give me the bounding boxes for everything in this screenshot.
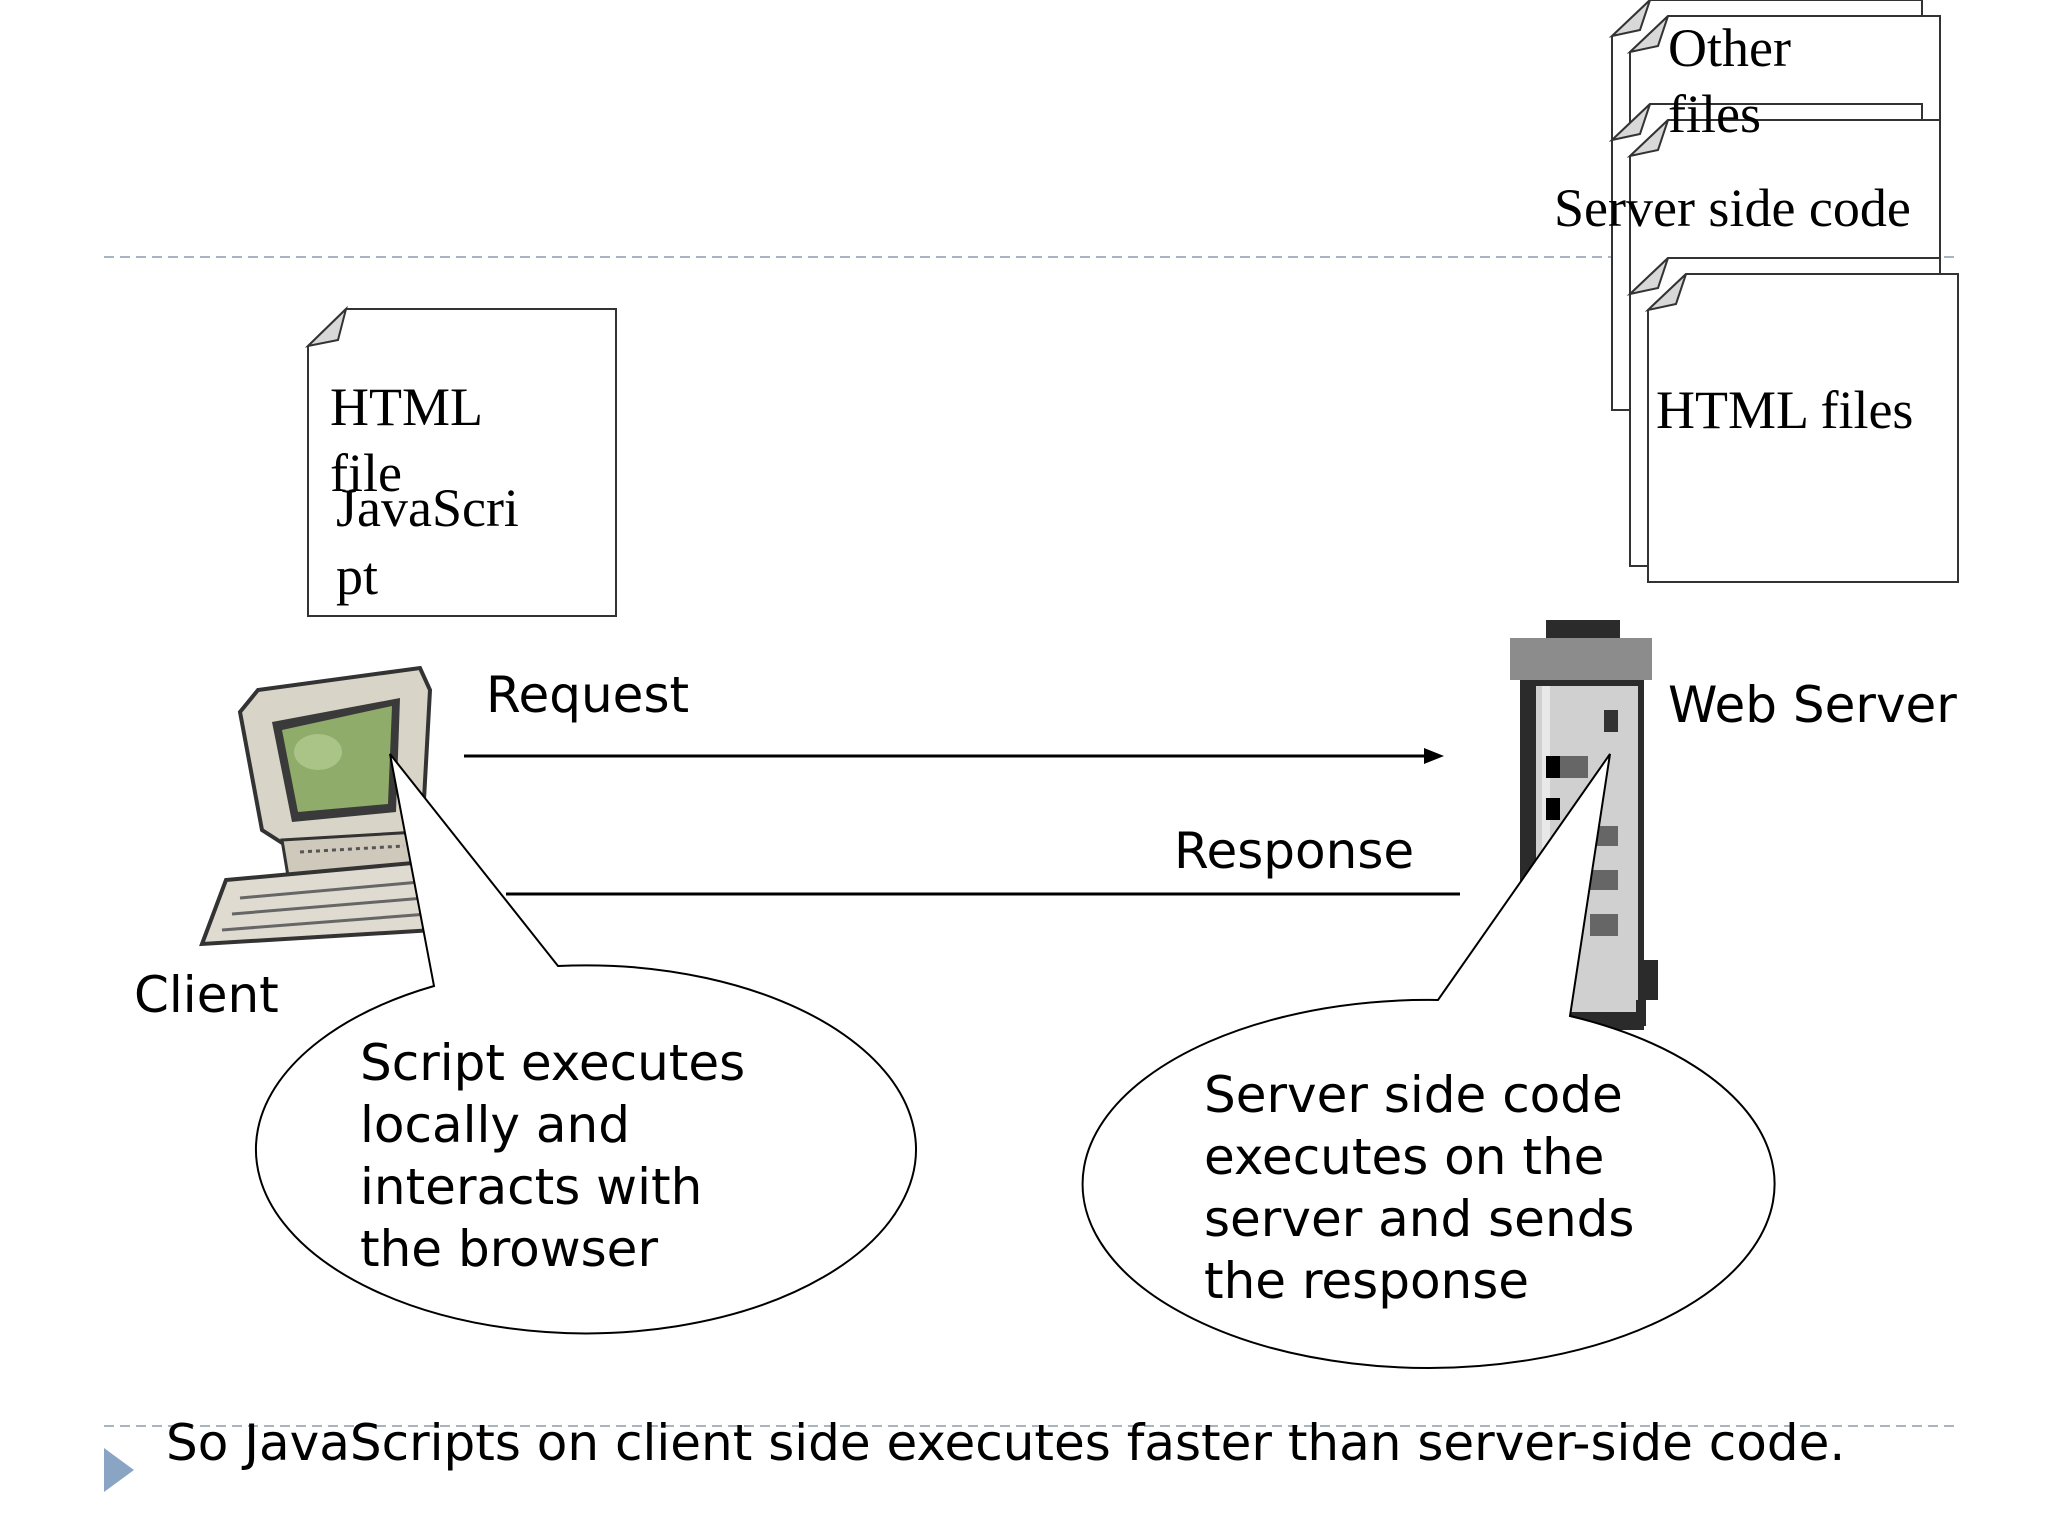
server-bubble-text: Server side code executes on the server … (1204, 1066, 1634, 1310)
html-file-label-line1: HTML (330, 377, 483, 437)
web-server-label: Web Server (1668, 676, 1957, 734)
server-bubble-line: server and sends (1204, 1190, 1634, 1248)
server-bubble-line: Server side code (1204, 1066, 1623, 1124)
html-files-label: HTML files (1656, 380, 1913, 440)
other-files-label-line1: Other (1668, 18, 1791, 78)
html-file-label-line2: file (330, 443, 402, 503)
client-bubble-line: the browser (360, 1220, 658, 1278)
client-speech-bubble (254, 753, 917, 1335)
footer-statement: So JavaScripts on client side executes f… (166, 1414, 1845, 1472)
server-bubble-line: the response (1204, 1252, 1529, 1310)
client-bubble-text: Script executes locally and interacts wi… (360, 1034, 745, 1278)
request-arrowhead (1424, 748, 1444, 764)
client-computer-icon (199, 665, 437, 947)
bullet-triangle-icon (104, 1448, 134, 1492)
request-label: Request (486, 666, 689, 724)
client-bubble-line: Script executes (360, 1034, 745, 1092)
client-bubble-line: interacts with (360, 1158, 702, 1216)
client-bubble-line: locally and (360, 1096, 630, 1154)
server-files-stack: Other files Server side code HTML files (1554, 0, 1959, 583)
other-files-label-line2: files (1668, 84, 1761, 144)
javascript-label-line2: pt (336, 546, 378, 606)
server-side-code-label: Server side code (1554, 178, 1911, 238)
response-label: Response (1174, 822, 1414, 880)
html-file-document: HTML file JavaScri pt (304, 305, 617, 617)
server-speech-bubble (1081, 753, 1776, 1369)
server-bubble-line: executes on the (1204, 1128, 1604, 1186)
client-label: Client (134, 966, 279, 1024)
javascript-label-line1: JavaScri (336, 478, 519, 538)
